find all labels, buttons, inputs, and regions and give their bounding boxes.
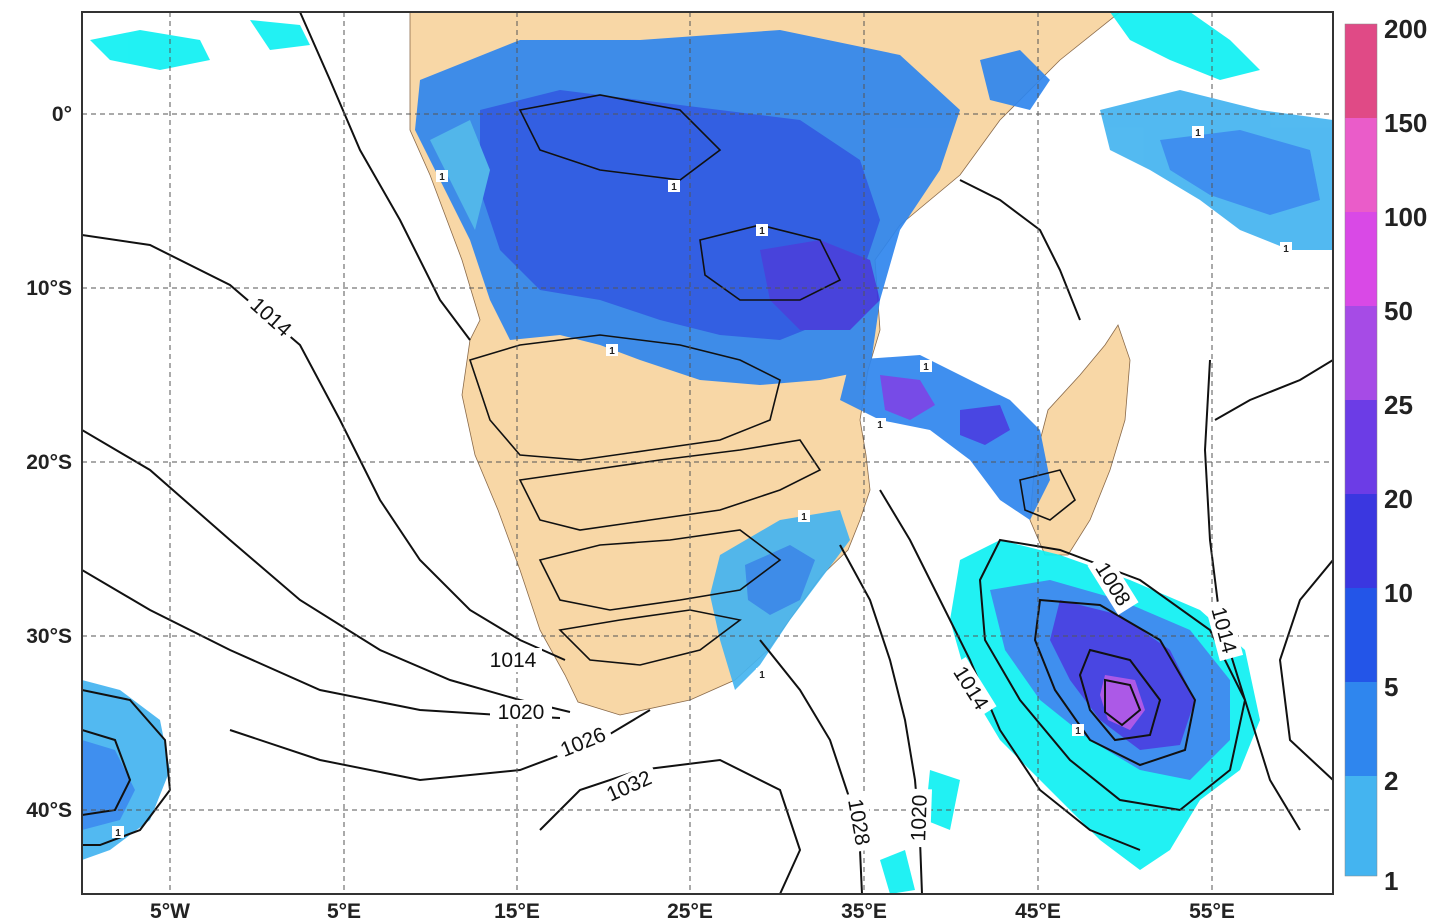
colorbar-swatch bbox=[1345, 400, 1377, 494]
contour-small-label: 1 bbox=[759, 670, 765, 681]
graticule bbox=[82, 12, 1333, 894]
contour-small-label: 1 bbox=[801, 512, 807, 523]
colorbar-label: 100 bbox=[1384, 202, 1427, 232]
isobar-1014-northwest bbox=[299, 12, 471, 341]
terrain-contour bbox=[699, 224, 842, 301]
colorbar-label: 5 bbox=[1384, 672, 1398, 702]
isobar-labels: 1014 1014 1020 1026 1032 1028 1020 1014 … bbox=[242, 289, 1244, 853]
isobar-cyclone-core bbox=[1104, 678, 1142, 727]
colorbar-swatch bbox=[1345, 682, 1377, 776]
rain-region-north-coast bbox=[980, 50, 1050, 110]
isobar-1028 bbox=[759, 639, 863, 894]
lat-label: 0° bbox=[52, 103, 72, 126]
lon-label: 15°E bbox=[494, 900, 540, 923]
isobar-1008 bbox=[1033, 598, 1197, 767]
lon-label: 55°E bbox=[1189, 900, 1235, 923]
rain-patch-west-ocean bbox=[250, 20, 310, 50]
rain-region-horn-ocean bbox=[1110, 12, 1260, 80]
latitude-labels: 0° 10°S 20°S 30°S 40°S bbox=[26, 103, 72, 822]
lon-label: 45°E bbox=[1015, 900, 1061, 923]
colorbar-label: 50 bbox=[1384, 296, 1413, 326]
isobar-ne-ocean bbox=[1214, 359, 1333, 421]
lon-label: 35°E bbox=[841, 900, 887, 923]
terrain-contours bbox=[468, 94, 1077, 666]
colorbar-label: 20 bbox=[1384, 484, 1413, 514]
rain-patch-south-1 bbox=[925, 770, 960, 830]
terrain-contour bbox=[518, 94, 722, 181]
lon-label: 25°E bbox=[667, 900, 713, 923]
contour-small-label: 1 bbox=[115, 828, 121, 839]
isobar-label: 1020 bbox=[907, 794, 932, 841]
terrain-contour bbox=[1019, 469, 1077, 521]
terrain-contour bbox=[538, 529, 782, 611]
longitude-labels: 5°W 5°E 15°E 25°E 35°E 45°E 55°E bbox=[150, 900, 1235, 923]
terrain-contour bbox=[518, 439, 822, 531]
colorbar-label: 150 bbox=[1384, 108, 1427, 138]
isobar-label: 1014 bbox=[490, 649, 537, 672]
contour-small-label: 1 bbox=[1075, 726, 1081, 737]
lon-label: 5°W bbox=[150, 900, 190, 923]
isobar-east-edge bbox=[1278, 559, 1333, 781]
contour-small-label: 1 bbox=[1195, 128, 1201, 139]
colorbar-swatch bbox=[1345, 776, 1377, 876]
rain-region-mozambique-core bbox=[880, 375, 935, 420]
lon-label: 5°E bbox=[327, 900, 361, 923]
plot-frame bbox=[81, 11, 1334, 895]
isobar-1032 bbox=[539, 758, 802, 894]
colorbar: 200 150 100 50 25 20 10 5 2 1 bbox=[1344, 14, 1427, 896]
isobar-1014-west bbox=[82, 234, 566, 661]
rain-region-channel-core bbox=[960, 405, 1010, 445]
colorbar-swatch bbox=[1345, 212, 1377, 306]
lat-label: 40°S bbox=[26, 799, 72, 822]
lat-label: 30°S bbox=[26, 625, 72, 648]
isobar-label: 1020 bbox=[498, 701, 545, 724]
colorbar-swatch bbox=[1345, 24, 1377, 118]
contour-small-label: 1 bbox=[1283, 244, 1289, 255]
contour-small-label: 1 bbox=[923, 362, 929, 373]
contour-small-label: 1 bbox=[759, 226, 765, 237]
rain-region-central-africa-edge bbox=[430, 120, 490, 230]
isobar-north-ocean bbox=[959, 179, 1081, 321]
contour-small-label: 1 bbox=[877, 420, 883, 431]
isobar-southwest-inner bbox=[82, 729, 132, 816]
rain-region-natal-core bbox=[745, 545, 815, 615]
rain-region-southwest-core bbox=[82, 740, 135, 830]
colorbar-label: 25 bbox=[1384, 390, 1413, 420]
colorbar-swatch bbox=[1345, 494, 1377, 588]
colorbar-label: 2 bbox=[1384, 766, 1398, 796]
rain-region-indian-ocean-core bbox=[1160, 130, 1320, 215]
colorbar-swatch bbox=[1345, 588, 1377, 682]
precipitation-layer bbox=[82, 12, 1333, 894]
colorbar-label: 10 bbox=[1384, 578, 1413, 608]
contour-small-label: 1 bbox=[671, 182, 677, 193]
colorbar-label: 200 bbox=[1384, 14, 1427, 44]
rain-region-cyclone-core bbox=[1050, 600, 1195, 750]
terrain-contour bbox=[468, 334, 781, 461]
contour-small-label: 1 bbox=[439, 172, 445, 183]
colorbar-frame bbox=[1344, 23, 1378, 877]
small-contour-labels: 1 1 1 1 1 1 1 1 1 1 1 1 bbox=[112, 126, 1292, 839]
terrain-contour bbox=[558, 609, 742, 666]
rain-region-central-africa-inner bbox=[760, 240, 880, 330]
lat-label: 10°S bbox=[26, 277, 72, 300]
colorbar-label: 1 bbox=[1384, 866, 1398, 896]
colorbar-swatch bbox=[1345, 306, 1377, 400]
lat-label: 20°S bbox=[26, 451, 72, 474]
isobar-cyclone-inner bbox=[1078, 648, 1162, 742]
contour-small-label: 1 bbox=[609, 346, 615, 357]
colorbar-swatch bbox=[1345, 118, 1377, 212]
rain-patch-south-2 bbox=[880, 850, 915, 894]
isobar-west-outer bbox=[82, 429, 571, 713]
rain-patch-nw bbox=[90, 30, 210, 70]
